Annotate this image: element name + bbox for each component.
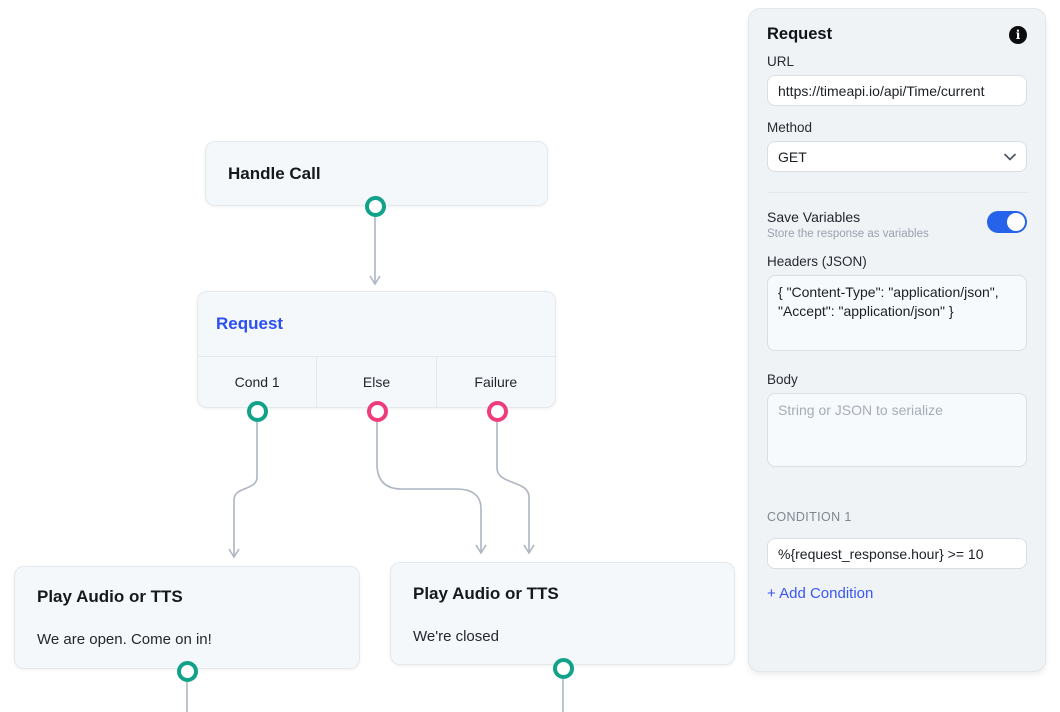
edge [228,422,258,559]
url-input[interactable] [767,75,1027,106]
body-textarea[interactable] [767,393,1027,467]
port-label-else: Else [316,357,435,407]
add-condition-link[interactable]: + Add Condition [767,585,874,602]
headers-label: Headers (JSON) [767,254,867,269]
save-variables-description: Store the response as variables [767,228,929,240]
flow-canvas[interactable]: Handle Call Request Cond 1 Else Failure … [0,0,748,712]
request-output-row: Cond 1 Else Failure [198,356,555,407]
method-label: Method [767,120,813,135]
node-play-audio-open[interactable]: Play Audio or TTS We are open. Come on i… [14,566,360,669]
node-title: Play Audio or TTS [413,584,559,603]
node-play-audio-closed[interactable]: Play Audio or TTS We're closed [390,562,735,665]
output-port-else[interactable] [366,400,388,422]
method-selected-value: GET [778,148,807,165]
output-port-handle-call[interactable] [364,195,386,217]
toggle-knob [1007,213,1025,231]
properties-panel: Request i URL Method GET Save Variables … [748,8,1046,672]
headers-textarea[interactable]: { "Content-Type": "application/json", "A… [767,275,1027,351]
node-title: Request [216,314,284,333]
node-title: Play Audio or TTS [37,587,183,606]
condition-input[interactable] [767,538,1027,569]
method-select[interactable]: GET [767,141,1027,172]
node-text: We're closed [413,628,499,645]
panel-divider [767,192,1027,193]
panel-title: Request [767,25,833,43]
url-label: URL [767,54,795,69]
output-port-play-open[interactable] [176,660,198,682]
port-label-cond1: Cond 1 [234,374,280,390]
output-port-play-closed[interactable] [552,657,574,679]
save-variables-label: Save Variables [767,209,861,225]
node-text: We are open. Come on in! [37,631,212,648]
condition-section-label: CONDITION 1 [767,510,852,524]
save-variables-toggle[interactable] [987,211,1027,233]
node-request[interactable]: Request Cond 1 Else Failure [197,291,556,408]
edge [376,422,487,555]
info-icon[interactable]: i [1009,25,1027,44]
node-title: Handle Call [228,163,321,183]
body-label: Body [767,372,798,387]
output-port-failure[interactable] [486,400,508,422]
port-label-failure: Failure [435,357,555,407]
chevron-down-icon [1004,153,1016,160]
edge [496,422,535,555]
output-port-cond1[interactable] [246,400,268,422]
